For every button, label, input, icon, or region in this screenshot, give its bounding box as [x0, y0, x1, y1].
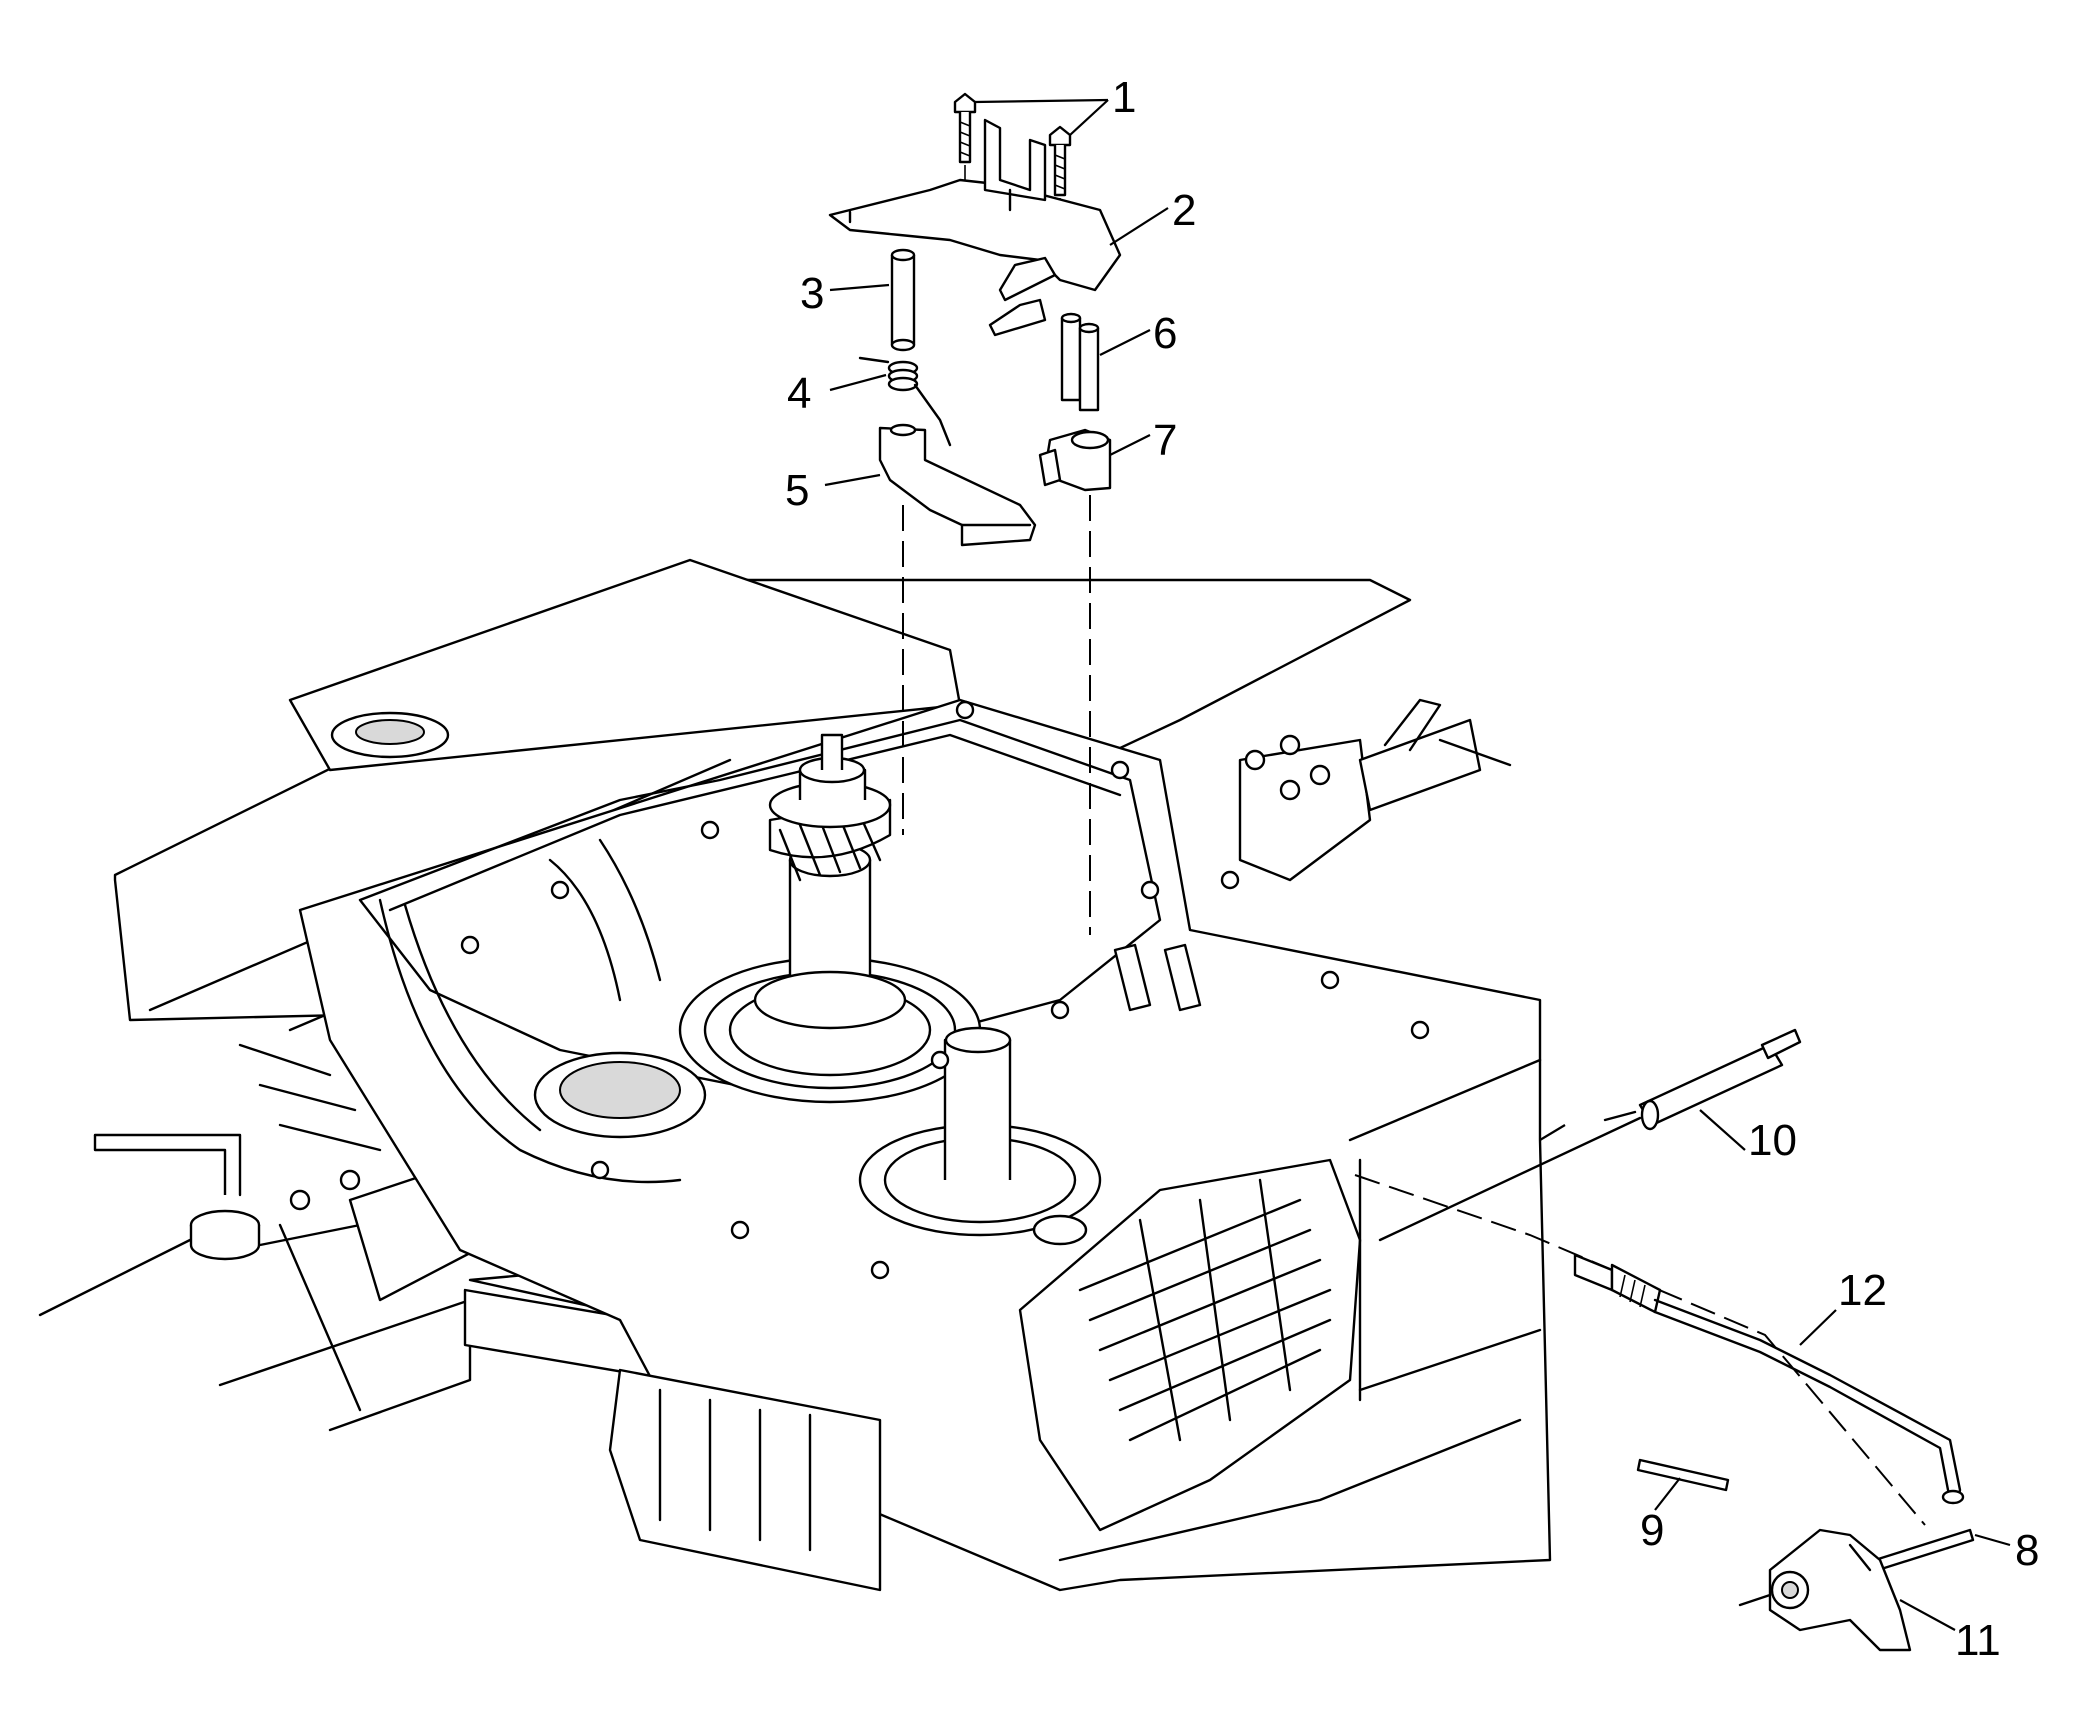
part-6-pins [1060, 312, 1100, 412]
callout-7: 7 [1153, 416, 1177, 465]
part-11-lever [1738, 1528, 1912, 1652]
callout-9: 9 [1640, 1506, 1664, 1555]
part-10-shaft [1378, 1028, 1802, 1242]
part-7-guide [1038, 428, 1112, 492]
callout-12: 12 [1838, 1266, 1887, 1315]
callout-4: 4 [787, 369, 811, 418]
part-3-pin [890, 248, 916, 352]
callout-5: 5 [785, 466, 809, 515]
part-12-link [1573, 1253, 1965, 1505]
transmission-case [298, 698, 1552, 1592]
callout-8: 8 [2015, 1526, 2039, 1575]
callout-labels: 1 2 3 4 5 6 7 8 9 10 11 12 [785, 73, 2039, 1665]
callout-1: 1 [1112, 73, 1136, 122]
part-8-pin [1873, 1528, 1975, 1572]
part-1-bolts [953, 92, 1072, 228]
part-9-pin [1636, 1458, 1730, 1492]
callout-6: 6 [1153, 309, 1177, 358]
part-4-spring [858, 356, 952, 447]
part-5-pawl [878, 423, 1037, 547]
leader-lines [824, 98, 2011, 1631]
callout-3: 3 [800, 269, 824, 318]
callout-11: 11 [1955, 1616, 2001, 1665]
callout-10: 10 [1748, 1116, 1797, 1165]
part-2-bracket [828, 118, 1122, 337]
callout-2: 2 [1172, 186, 1196, 235]
